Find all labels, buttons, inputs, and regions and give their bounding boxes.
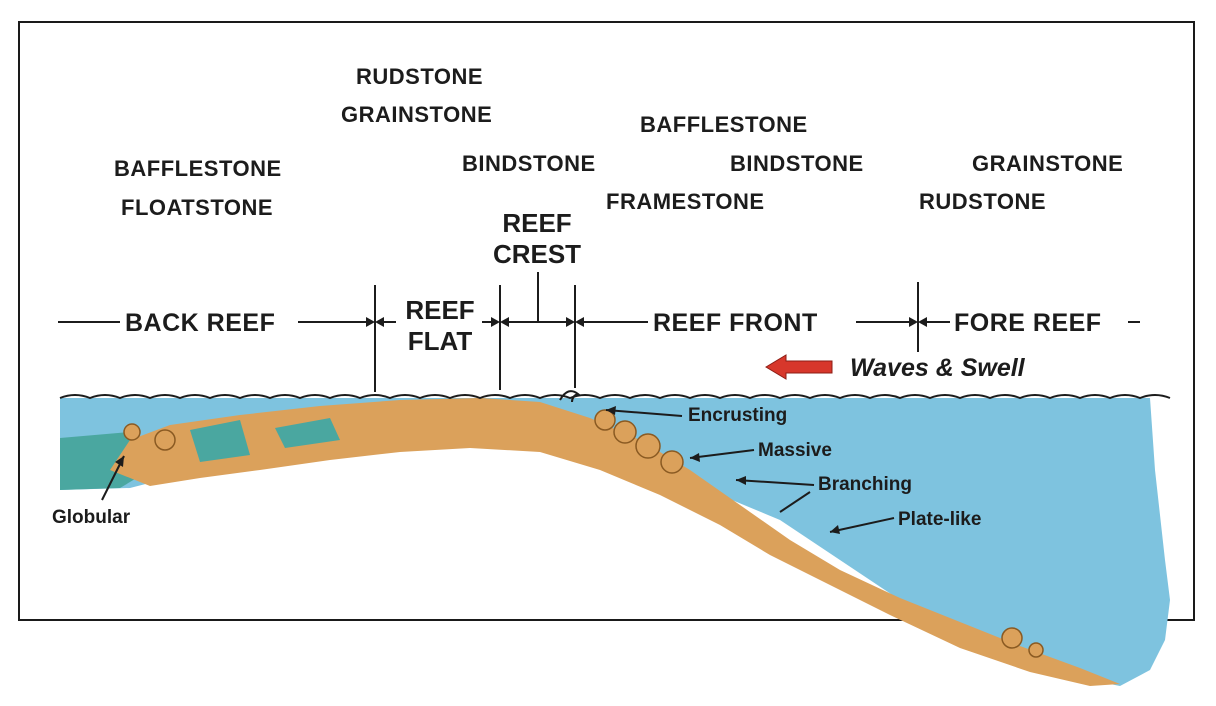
sea-surface: [59, 394, 1171, 400]
waves-label: Waves & Swell: [850, 354, 1025, 382]
zone-reef-crest: REEF CREST: [486, 208, 588, 270]
arrowhead: [566, 317, 575, 327]
massive-coral: [613, 420, 637, 444]
massive-coral: [635, 433, 661, 459]
rock-front-3: FRAMESTONE: [606, 189, 765, 214]
leader-branching-2: [779, 491, 811, 513]
rock-flat-2: GRAINSTONE: [341, 102, 493, 127]
arrowhead: [500, 317, 509, 327]
arrowhead: [366, 317, 375, 327]
waves-direction-arrow-icon: [765, 354, 833, 380]
coral-plate-like-label: Plate-like: [898, 509, 982, 530]
arrowhead: [830, 525, 840, 534]
massive-coral: [594, 409, 616, 431]
globular-coral: [154, 429, 176, 451]
massive-coral: [660, 450, 684, 474]
rock-front-1: BAFFLESTONE: [640, 112, 808, 137]
zone-reef-flat-line1: REEF: [405, 295, 475, 325]
coral-encrusting-label: Encrusting: [688, 405, 788, 426]
zone-reef-front: REEF FRONT: [653, 309, 818, 337]
globular-coral: [1028, 642, 1044, 658]
arrowhead: [736, 476, 746, 485]
coral-branching-label: Branching: [818, 474, 912, 495]
back-reef-coral-patch: [190, 420, 250, 462]
arrowhead: [375, 317, 384, 327]
rock-fore-2: RUDSTONE: [919, 189, 1047, 214]
coral-leader-lines: [101, 409, 895, 533]
zone-reef-crest-line1: REEF: [502, 208, 572, 238]
diagram-frame: [18, 21, 1195, 621]
leader-massive: [689, 449, 755, 459]
sea-water: [60, 398, 1170, 686]
back-reef-coral-patch: [275, 418, 340, 448]
zone-reef-flat: REEF FLAT: [400, 295, 480, 357]
rock-back-reef-1: BAFFLESTONE: [114, 156, 282, 181]
arrowhead: [690, 453, 700, 462]
rock-back-reef-2: FLOATSTONE: [121, 195, 274, 220]
boundary-arrowheads: [366, 317, 927, 327]
zone-back-reef: BACK REEF: [125, 309, 276, 337]
leader-plate-like: [829, 517, 895, 533]
arrowhead: [918, 317, 927, 327]
coral-leader-arrowheads: [115, 406, 840, 534]
rock-crest-1: BINDSTONE: [462, 151, 596, 176]
globular-coral: [1001, 627, 1023, 649]
arrowhead: [115, 456, 124, 467]
leader-branching: [735, 479, 815, 486]
rock-front-2: BINDSTONE: [730, 151, 864, 176]
zone-reef-crest-line2: CREST: [492, 239, 582, 270]
rock-fore-1: GRAINSTONE: [972, 151, 1124, 176]
arrowhead: [491, 317, 500, 327]
arrowhead: [575, 317, 584, 327]
rock-flat-1: RUDSTONE: [356, 64, 484, 89]
zone-fore-reef: FORE REEF: [954, 309, 1102, 337]
arrowhead: [909, 317, 918, 327]
coral-massive-label: Massive: [758, 440, 832, 461]
breaking-wave: [559, 390, 581, 403]
arrowhead: [606, 406, 616, 415]
leader-encrusting: [605, 409, 683, 417]
globular-coral: [123, 423, 141, 441]
coral-globular-label: Globular: [52, 507, 131, 528]
zone-reef-flat-line2: FLAT: [407, 326, 473, 357]
